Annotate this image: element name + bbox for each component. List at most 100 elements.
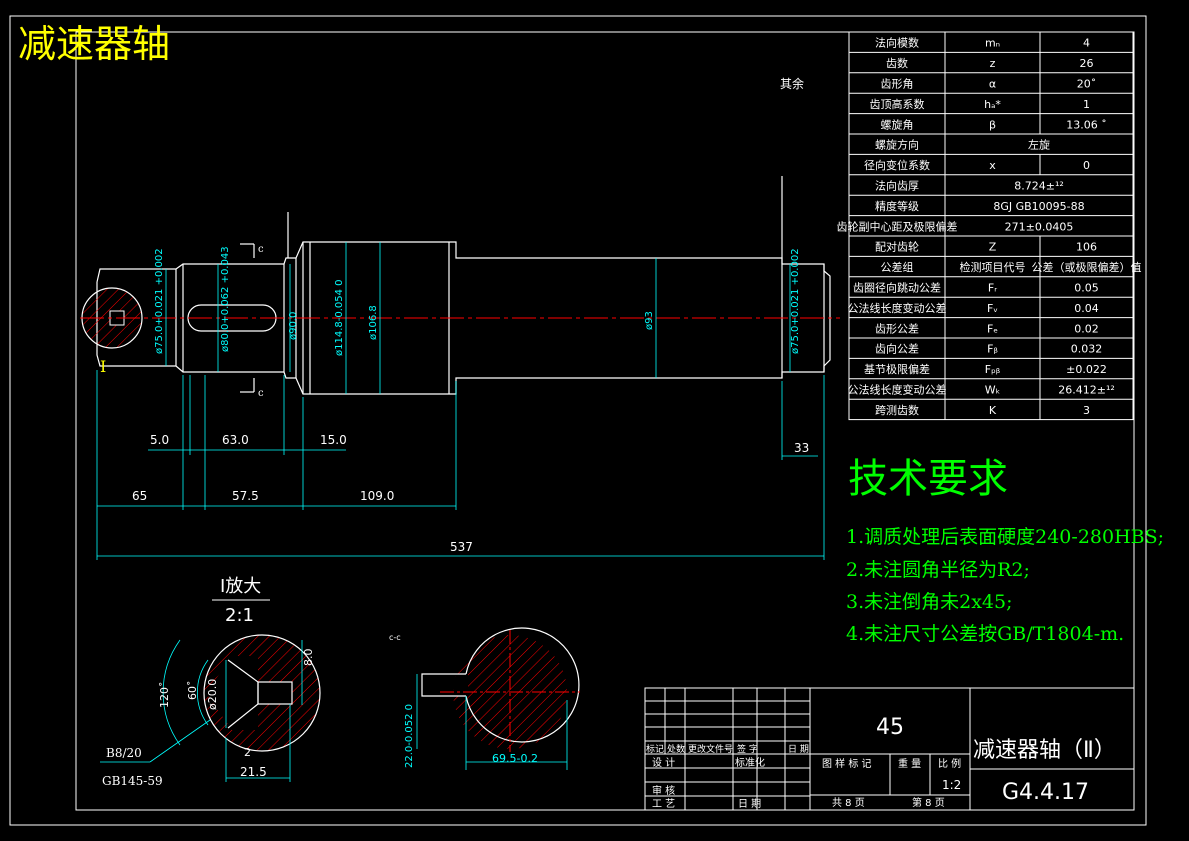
- section-view: [416, 627, 580, 770]
- detail-mark-left: I: [100, 357, 106, 376]
- dim-57: 57.5: [232, 489, 259, 503]
- detail-scale: 2:1: [225, 605, 254, 626]
- section-label: c-c: [389, 633, 401, 642]
- detail-hole-std: GB145-59: [102, 774, 163, 788]
- gear-row-1-name: 齿数: [886, 57, 908, 70]
- tb-stage: 图 样 标 记: [822, 757, 872, 770]
- section-mark-top: c: [258, 244, 264, 255]
- tb-standard: 标准化: [735, 756, 765, 769]
- tb-sheet-no: 第 8 页: [912, 796, 945, 809]
- rest-roughness-label: 其余: [780, 76, 804, 91]
- tech-item-2: 2.未注圆角半径为R2;: [846, 559, 1030, 581]
- detail-view: [100, 634, 321, 782]
- tb-total-sheets: 共 8 页: [832, 797, 865, 809]
- detail-len-8: 8.0: [302, 649, 315, 667]
- tb-ratio-label: 比 例: [938, 757, 961, 770]
- gear-row-9-name: 齿轮副中心距及极限偏差: [837, 219, 958, 233]
- tech-item-4: 4.未注尺寸公差按GB/T1804-m.: [846, 623, 1124, 645]
- gear-row-1-symbol: z: [990, 57, 996, 70]
- section-width: 69.5-0.2: [492, 752, 538, 765]
- gear-row-3-symbol: hₐ*: [984, 98, 1001, 111]
- gear-row-16-value: ±0.022: [1066, 363, 1107, 376]
- gear-row-12-symbol: Fᵣ: [988, 281, 997, 294]
- dim-537: 537: [450, 540, 473, 554]
- gear-row-15-value: 0.032: [1071, 343, 1103, 356]
- tech-heading: 技术要求: [848, 456, 1008, 502]
- gear-row-2-value: 20˚: [1077, 77, 1097, 90]
- gear-row-10-name: 配对齿轮: [875, 240, 919, 254]
- tb-part-name: 减速器轴（Ⅱ）: [973, 738, 1116, 763]
- tech-item-3: 3.未注倒角未2x45;: [846, 591, 1013, 613]
- gear-row-18-value: 3: [1083, 404, 1090, 417]
- gear-row-9-value: 271±0.0405: [1005, 220, 1074, 233]
- gear-row-7-value: 8.724±¹²: [1014, 179, 1064, 192]
- detail-len-2: 2: [244, 746, 251, 759]
- dim-15: 15.0: [320, 433, 347, 447]
- dim-65: 65: [132, 489, 147, 503]
- gear-row-5-value: 左旋: [1028, 138, 1050, 152]
- tb-material: 45: [876, 715, 904, 740]
- dim-d75-right: ø75.0+0.021 +0.002: [790, 248, 801, 354]
- gear-row-14-symbol: Fₑ: [987, 322, 998, 335]
- gear-row-14-name: 齿形公差: [875, 321, 919, 335]
- gear-row-1-value: 26: [1080, 57, 1094, 70]
- tb-hdr-mark: 标记: [646, 743, 664, 755]
- tb-checker: 审 核: [652, 784, 675, 797]
- gear-row-15-name: 齿向公差: [875, 342, 919, 356]
- detail-angle-60: 60˚: [186, 681, 199, 701]
- gear-row-17-value: 26.412±¹²: [1058, 383, 1115, 396]
- gear-row-15-symbol: Fᵦ: [987, 343, 998, 356]
- dim-33: 33: [794, 441, 809, 455]
- tb-hdr-count: 处数: [667, 743, 685, 755]
- gear-row-6-value: 0: [1083, 159, 1090, 172]
- dim-d93: ø93: [644, 311, 655, 330]
- dim-d80: ø80.0+0.062 +0.043: [220, 246, 231, 352]
- shaft-main-view: [96, 176, 831, 395]
- gear-row-11-symbol: 检测项目代号: [960, 260, 1026, 274]
- gear-row-16-symbol: Fₚᵦ: [985, 363, 1000, 376]
- detail-len-21: 21.5: [240, 765, 267, 779]
- detail-title: I放大: [220, 576, 261, 597]
- gear-row-18-symbol: K: [989, 404, 997, 417]
- section-mark-bottom: c: [258, 388, 264, 399]
- gear-row-14-value: 0.02: [1074, 322, 1099, 335]
- tb-weight: 重 量: [898, 757, 921, 770]
- detail-d20: ø20.0: [206, 679, 219, 710]
- gear-row-8-value: 8GJ GB10095-88: [993, 200, 1084, 213]
- inner-frame: [75, 31, 1135, 811]
- gear-row-11-value: 公差（或极限偏差）值: [1032, 260, 1142, 274]
- tb-date: 日 期: [738, 798, 761, 810]
- dim-63: 63.0: [222, 433, 249, 447]
- gear-row-10-symbol: Z: [989, 241, 997, 254]
- tb-drawing-code: G4.4.17: [1002, 780, 1089, 805]
- gear-row-4-symbol: β: [989, 118, 996, 131]
- diameter-dimensions: [165, 242, 791, 394]
- title-block: [644, 687, 1135, 811]
- section-keyway-depth: 22.0-0.052 0: [404, 704, 415, 768]
- gear-row-10-value: 106: [1076, 241, 1097, 254]
- gear-row-12-value: 0.05: [1074, 281, 1099, 294]
- gear-row-2-symbol: α: [989, 77, 996, 90]
- gear-row-5-name: 螺旋方向: [875, 138, 919, 152]
- gear-row-18-name: 跨测齿数: [875, 404, 919, 417]
- length-dimensions: [96, 370, 825, 560]
- outer-frame: [9, 15, 1147, 826]
- dim-5: 5.0: [150, 433, 169, 447]
- dim-d106: ø106.8: [368, 305, 379, 340]
- gear-row-13-name: 公法线长度变动公差: [848, 301, 947, 315]
- gear-row-17-symbol: Wₖ: [985, 383, 1001, 396]
- gear-row-0-name: 法向模数: [875, 36, 919, 50]
- gear-row-7-name: 法向齿厚: [875, 178, 919, 192]
- gear-row-2-name: 齿形角: [881, 77, 914, 90]
- detail-angle-120: 120˚: [158, 682, 171, 709]
- dim-109: 109.0: [360, 489, 394, 503]
- gear-row-3-value: 1: [1083, 98, 1090, 111]
- tb-hdr-date: 日 期: [788, 744, 809, 755]
- gear-row-0-value: 4: [1083, 37, 1090, 50]
- dim-d90: ø90.0: [288, 312, 299, 340]
- dim-d114: ø114.8-0.054 0: [334, 279, 345, 356]
- tb-hdr-file: 更改文件号: [688, 743, 733, 755]
- gear-row-8-name: 精度等级: [875, 199, 919, 213]
